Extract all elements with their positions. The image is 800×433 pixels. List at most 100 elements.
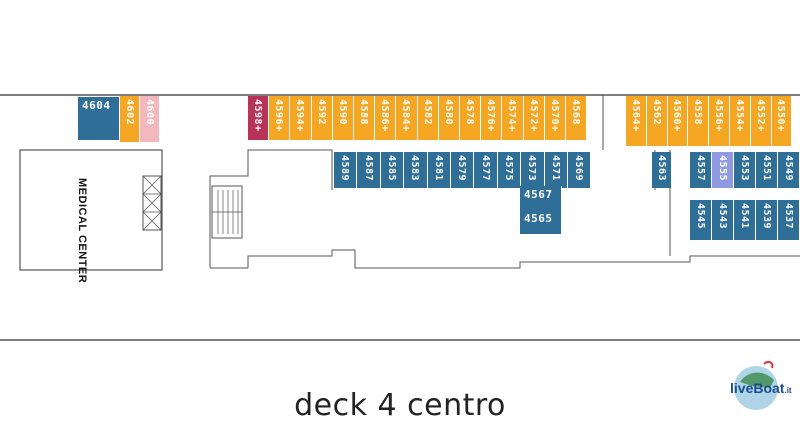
cabin-4598-plus[interactable]: 4598+ xyxy=(248,96,270,140)
corridor-outline xyxy=(209,149,333,268)
cabin-number: 4553 xyxy=(738,155,750,182)
cabin-number: 4590 xyxy=(336,99,348,126)
cabin-4587[interactable]: 4587 xyxy=(357,152,381,188)
cabin-number: 4579 xyxy=(456,155,468,182)
cabin-4596-plus[interactable]: 4596+ xyxy=(269,96,291,140)
cabin-number: 4587 xyxy=(362,155,374,182)
medical-center-label: MEDICAL CENTER xyxy=(76,178,88,284)
cabin-4565[interactable]: 4565 xyxy=(520,210,562,234)
cabin-4602[interactable]: 4602 xyxy=(120,96,140,142)
cabin-number: 4581 xyxy=(432,155,444,182)
cabin-number: 4592 xyxy=(315,99,327,126)
cabin-4558[interactable]: 4558 xyxy=(688,96,710,146)
cabin-number: 4567 xyxy=(524,188,553,201)
cabin-number: 4575 xyxy=(502,155,514,182)
cabin-number: 4602 xyxy=(123,99,135,126)
cabin-4571[interactable]: 4571 xyxy=(544,152,568,188)
cabin-number: 4572+ xyxy=(527,99,539,132)
cabin-number: 4576+ xyxy=(485,99,497,132)
medical-center-core xyxy=(142,175,162,231)
cabin-4575[interactable]: 4575 xyxy=(497,152,522,188)
cabin-number: 4555 xyxy=(716,155,728,182)
cabin-4541[interactable]: 4541 xyxy=(734,200,756,240)
cabin-4582[interactable]: 4582 xyxy=(417,96,439,140)
cabin-4574-plus[interactable]: 4574+ xyxy=(502,96,524,140)
cabin-number: 4571 xyxy=(549,155,561,182)
cabin-4588[interactable]: 4588 xyxy=(354,96,376,140)
cabin-4550-plus[interactable]: 4550+ xyxy=(771,96,793,146)
cabin-4562[interactable]: 4562 xyxy=(646,96,668,146)
cabin-4576-plus[interactable]: 4576+ xyxy=(481,96,503,140)
cabin-4585[interactable]: 4585 xyxy=(380,152,405,188)
deck-title: deck 4 centro xyxy=(294,388,506,423)
cabin-number: 4556+ xyxy=(713,99,725,132)
medical-center-room xyxy=(19,149,163,271)
cabin-number: 4584+ xyxy=(400,99,412,132)
cabin-4578[interactable]: 4578 xyxy=(460,96,482,140)
cabin-number: 4582 xyxy=(421,99,433,126)
cabin-number: 4569 xyxy=(573,155,585,182)
cabin-number: 4600 xyxy=(143,99,155,126)
cabin-number: 4578 xyxy=(464,99,476,126)
cabin-number: 4570+ xyxy=(548,99,560,132)
cabin-number: 4586+ xyxy=(379,99,391,132)
cabin-4568[interactable]: 4568 xyxy=(566,96,588,140)
cabin-number: 4604 xyxy=(82,99,111,112)
cabin-number: 4557 xyxy=(694,155,706,182)
cabin-4594-plus[interactable]: 4594+ xyxy=(290,96,312,140)
cabin-4560-plus[interactable]: 4560+ xyxy=(667,96,689,146)
cabin-4583[interactable]: 4583 xyxy=(404,152,428,188)
cabin-4543[interactable]: 4543 xyxy=(712,200,734,240)
cabin-number: 4573 xyxy=(526,155,538,182)
cabin-4584-plus[interactable]: 4584+ xyxy=(396,96,418,140)
cabin-4555[interactable]: 4555 xyxy=(712,152,734,188)
cabin-number: 4574+ xyxy=(506,99,518,132)
cabin-4577[interactable]: 4577 xyxy=(474,152,498,188)
cabin-number: 4563 xyxy=(655,155,667,182)
cabin-number: 4598+ xyxy=(252,99,264,132)
logo-globe-icon xyxy=(734,360,778,410)
cabin-4579[interactable]: 4579 xyxy=(451,152,475,188)
cabin-number: 4558 xyxy=(692,99,704,126)
cabin-4567[interactable]: 4567 xyxy=(520,186,562,210)
cabin-number: 4565 xyxy=(524,212,553,225)
cabin-4539[interactable]: 4539 xyxy=(756,200,778,240)
cabin-4580[interactable]: 4580 xyxy=(438,96,460,140)
cabin-number: 4568 xyxy=(570,99,582,126)
cabin-number: 4577 xyxy=(479,155,491,182)
cabin-4553[interactable]: 4553 xyxy=(734,152,756,188)
cabin-4604[interactable]: 4604 xyxy=(78,97,120,140)
cabin-4581[interactable]: 4581 xyxy=(427,152,451,188)
liveboat-logo: liveBoat.it xyxy=(722,358,796,414)
cabin-4557[interactable]: 4557 xyxy=(690,152,712,188)
cabin-4569[interactable]: 4569 xyxy=(568,152,592,188)
cabin-4563[interactable]: 4563 xyxy=(652,152,672,188)
logo-main-text: liveBoat xyxy=(730,380,785,396)
cabin-4554-plus[interactable]: 4554+ xyxy=(730,96,751,146)
cabin-number: 4583 xyxy=(409,155,421,182)
cabin-number: 4552+ xyxy=(754,99,766,132)
cabin-4590[interactable]: 4590 xyxy=(332,96,354,140)
cabin-4564-plus[interactable]: 4564+ xyxy=(626,96,647,146)
cabin-number: 4594+ xyxy=(294,99,306,132)
cabin-number: 4564+ xyxy=(629,99,641,132)
cabin-4573[interactable]: 4573 xyxy=(521,152,545,188)
cabin-4572-plus[interactable]: 4572+ xyxy=(523,96,545,140)
cabin-4556-plus[interactable]: 4556+ xyxy=(709,96,730,146)
cabin-number: 4545 xyxy=(694,203,706,230)
cabin-4551[interactable]: 4551 xyxy=(756,152,778,188)
cabin-number: 4549 xyxy=(782,155,794,182)
cabin-number: 4585 xyxy=(385,155,397,182)
cabin-4570-plus[interactable]: 4570+ xyxy=(544,96,566,140)
cabin-4545[interactable]: 4545 xyxy=(690,200,712,240)
cabin-4592[interactable]: 4592 xyxy=(311,96,333,140)
cabin-4537[interactable]: 4537 xyxy=(778,200,800,240)
cabin-4586-plus[interactable]: 4586+ xyxy=(375,96,397,140)
cabin-4549[interactable]: 4549 xyxy=(778,152,800,188)
cabin-4600[interactable]: 4600 xyxy=(140,96,160,142)
cabin-4589[interactable]: 4589 xyxy=(334,152,358,188)
cabin-number: 4550+ xyxy=(775,99,787,132)
cabin-number: 4596+ xyxy=(273,99,285,132)
cabin-4552-plus[interactable]: 4552+ xyxy=(750,96,772,146)
